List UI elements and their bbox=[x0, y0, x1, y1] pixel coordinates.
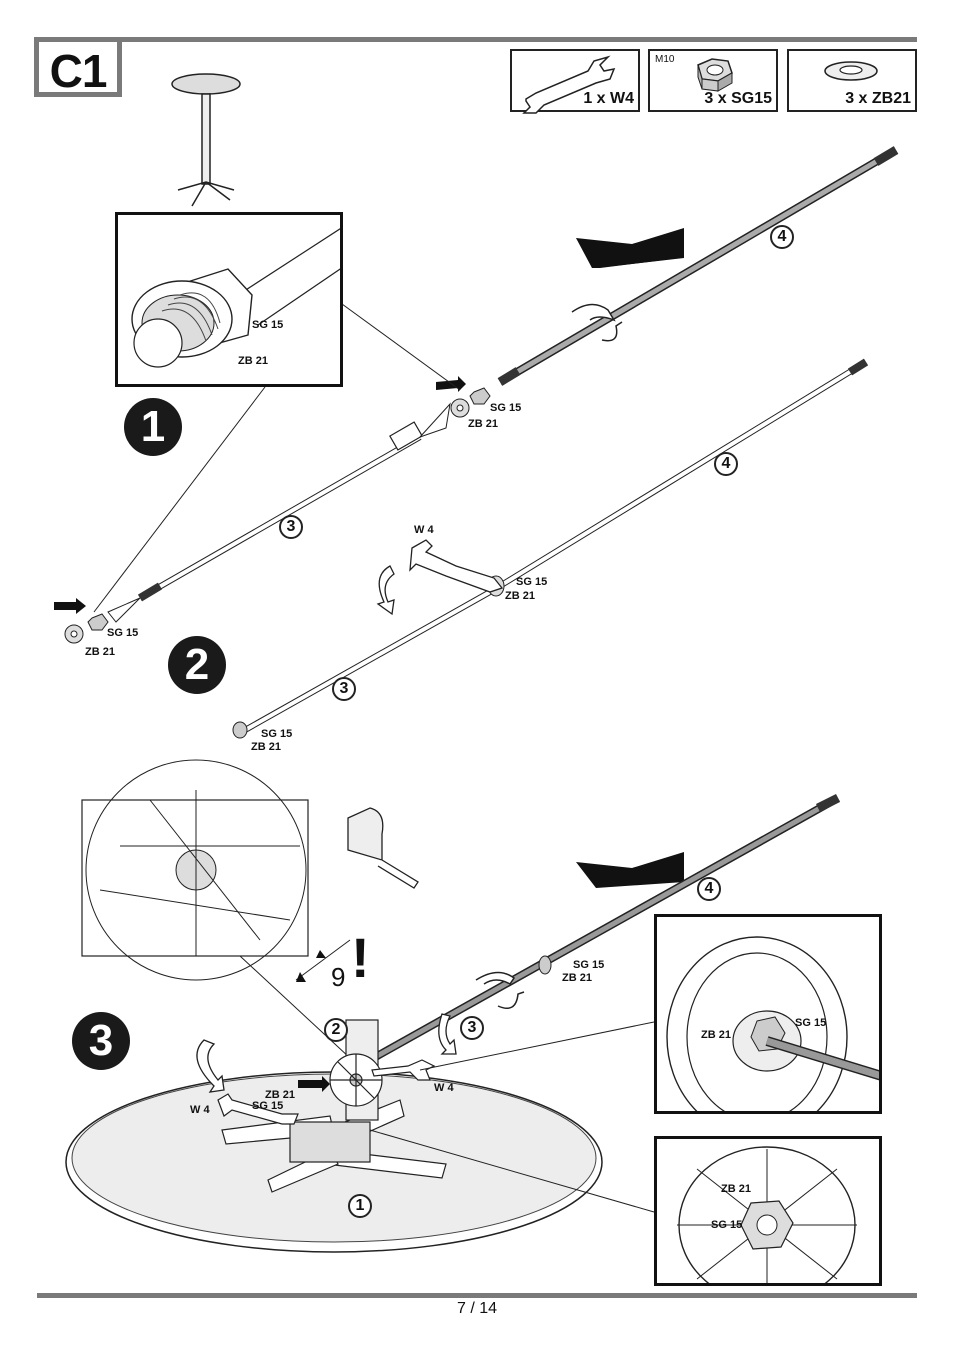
washer-icon bbox=[824, 61, 878, 81]
direction-arrow-lower bbox=[576, 852, 684, 888]
part-spec-m10: M10 bbox=[655, 54, 675, 65]
rod-3-step1 bbox=[137, 421, 423, 602]
rod-4-step2 bbox=[488, 358, 869, 595]
part-qty-zb21: 3 x ZB21 bbox=[845, 90, 911, 107]
rotate-arrow-step3-right bbox=[438, 1013, 457, 1055]
part-4-step2: 4 bbox=[714, 452, 738, 476]
label-w4-step3-left: W 4 bbox=[190, 1104, 210, 1116]
part-3-step2: 3 bbox=[332, 677, 356, 701]
detail-inset-washer-side: ZB 21 SG 15 bbox=[654, 914, 882, 1114]
push-arrow-3 bbox=[298, 1076, 330, 1092]
top-rule bbox=[37, 37, 917, 42]
part-4-upper: 4 bbox=[770, 225, 794, 249]
step-2-marker: 2 bbox=[168, 636, 226, 694]
step-code: C1 bbox=[49, 45, 108, 97]
rod-4-top bbox=[497, 146, 899, 386]
base-cross bbox=[221, 1099, 447, 1193]
step-badge: C1 bbox=[34, 37, 122, 97]
label-zb21-inset-right: ZB 21 bbox=[701, 1029, 731, 1041]
wrench-icon bbox=[522, 55, 616, 114]
hex-nut-icon bbox=[697, 58, 733, 92]
table-thumbnail bbox=[171, 73, 241, 207]
label-w4-step3-right: W 4 bbox=[434, 1082, 454, 1094]
push-arrow-2 bbox=[54, 598, 86, 614]
label-sg15-inset: SG 15 bbox=[252, 319, 284, 331]
label-zb21-d: ZB 21 bbox=[251, 741, 281, 753]
detail-inset-washer-front: ZB 21 SG 15 bbox=[654, 1136, 882, 1286]
washer-front-detail bbox=[677, 1146, 857, 1283]
label-sg15-inset-right: SG 15 bbox=[795, 1017, 827, 1029]
label-zb21-f: ZB 21 bbox=[265, 1089, 295, 1101]
wrench-step3-right bbox=[371, 1059, 436, 1081]
measure-mark: ! bbox=[351, 926, 370, 989]
tape-measure-icon bbox=[347, 807, 419, 889]
part-qty-sg15: 3 x SG15 bbox=[704, 90, 772, 107]
label-sg15-inset-front: SG 15 bbox=[711, 1219, 743, 1231]
label-zb21-c: ZB 21 bbox=[505, 590, 535, 602]
part-4-step3: 4 bbox=[697, 877, 721, 901]
rod-3-step2 bbox=[236, 589, 492, 737]
part-box-washer: 3 x ZB21 bbox=[787, 49, 917, 112]
step-3-marker: 3 bbox=[72, 1012, 130, 1070]
wrench-step2 bbox=[409, 539, 504, 593]
measure-value: 9 bbox=[331, 962, 346, 992]
part-2-step3: 2 bbox=[324, 1018, 348, 1042]
part-box-wrench: 1 x W4 bbox=[510, 49, 640, 114]
page-number: 7 / 14 bbox=[456, 1300, 498, 1317]
part-1-step3: 1 bbox=[348, 1194, 372, 1218]
label-sg15-d: SG 15 bbox=[261, 728, 293, 740]
part-3-step1: 3 bbox=[279, 515, 303, 539]
label-sg15-c: SG 15 bbox=[516, 576, 548, 588]
detail-inset-nut: SG 15 ZB 21 bbox=[115, 212, 343, 387]
label-zb21-inset: ZB 21 bbox=[238, 355, 268, 367]
label-sg15-f: SG 15 bbox=[252, 1100, 284, 1112]
threaded-rod-detail bbox=[131, 228, 340, 368]
washer-side-detail bbox=[666, 936, 879, 1111]
part-box-nut: M10 3 x SG15 bbox=[648, 49, 778, 112]
bottom-rule bbox=[37, 1293, 917, 1298]
label-sg15-b: SG 15 bbox=[107, 627, 139, 639]
label-sg15-a: SG 15 bbox=[490, 402, 522, 414]
rotate-arrow-upper bbox=[571, 303, 623, 342]
rotate-arrow-step3-left bbox=[196, 1039, 225, 1093]
part-3-step3: 3 bbox=[460, 1016, 484, 1040]
label-zb21-b: ZB 21 bbox=[85, 646, 115, 658]
label-sg15-e: SG 15 bbox=[573, 959, 605, 971]
label-zb21-a: ZB 21 bbox=[468, 418, 498, 430]
rotate-arrow-step3-top bbox=[475, 971, 525, 1009]
step-1-marker: 1 bbox=[124, 398, 182, 456]
label-zb21-inset-front: ZB 21 bbox=[721, 1183, 751, 1195]
label-zb21-e: ZB 21 bbox=[562, 972, 592, 984]
rotate-arrow-step2 bbox=[376, 565, 395, 616]
part-qty-w4: 1 x W4 bbox=[583, 90, 634, 107]
label-w4-step2: W 4 bbox=[414, 524, 434, 536]
wrench-step3-left bbox=[217, 1093, 299, 1125]
